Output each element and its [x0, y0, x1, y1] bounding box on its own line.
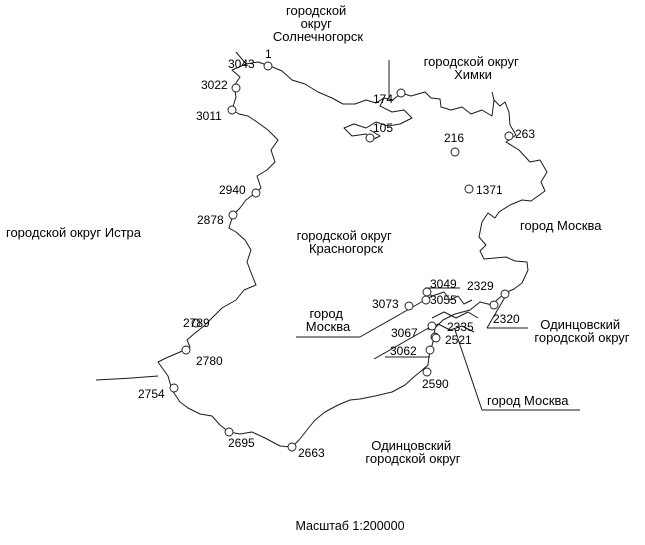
- point-label-2590: 2590: [422, 377, 449, 391]
- point-label-1371: 1371: [476, 183, 503, 197]
- point-label-2940: 2940: [219, 183, 246, 197]
- region-label-moscow-east: город Москва: [520, 218, 602, 233]
- region-label-odintsovo-east: Одинцовский городской округ: [534, 317, 629, 345]
- point-label-3049: 3049: [430, 277, 457, 291]
- marker-2878: [228, 210, 238, 220]
- scale-caption: Масштаб 1:200000: [295, 519, 404, 533]
- point-label-174: 174: [373, 92, 393, 106]
- region-label-khimki: городской округ Химки: [424, 54, 523, 82]
- point-label-2695: 2695: [228, 436, 255, 450]
- point-label-216: 216: [444, 131, 464, 145]
- marker-2521: [431, 333, 441, 343]
- marker-3011: [227, 105, 237, 115]
- region-label-moscow-south: город Москва: [487, 393, 569, 408]
- marker-2320: [489, 300, 499, 310]
- marker-263: [504, 131, 514, 141]
- marker-2780: [181, 345, 191, 355]
- marker-2789: [191, 318, 201, 328]
- marker-3022: [231, 83, 241, 93]
- point-label-3073: 3073: [372, 297, 399, 311]
- region-label-solnechnogorsk: городской округ Солнечногорск: [273, 3, 363, 44]
- marker-3043: [263, 61, 273, 71]
- point-label-3022: 3022: [201, 78, 228, 92]
- point-label-105: 105: [373, 121, 393, 135]
- boundary-line-istra: [95, 375, 159, 381]
- marker-2754: [169, 383, 179, 393]
- marker-3067: [427, 321, 437, 331]
- region-label-odintsovo-south: Одинцовский городской округ: [365, 438, 460, 466]
- leader-line-inner-b: [373, 325, 433, 360]
- marker-216: [450, 147, 460, 157]
- point-label-3067: 3067: [391, 326, 418, 340]
- point-label-3011: 3011: [196, 109, 222, 123]
- point-label-2754: 2754: [138, 387, 165, 401]
- leader-line-moscow-south: [454, 329, 483, 411]
- boundary-line-east: [491, 91, 495, 101]
- marker-174: [396, 88, 406, 98]
- point-label-3062: 3062: [390, 344, 417, 358]
- leader-line-inner-a: [359, 295, 433, 338]
- point-label-2789: 2789: [183, 316, 210, 330]
- district-boundary: [157, 61, 548, 448]
- point-label-2780: 2780: [196, 354, 223, 368]
- marker-2695: [224, 427, 234, 437]
- point-label-3043: 3043: [228, 57, 255, 71]
- point-label-2878: 2878: [197, 213, 224, 227]
- region-label-istra: городской округ Истра: [6, 225, 142, 240]
- point-label-3055: 3055: [430, 293, 457, 307]
- point-label-1: 1: [265, 47, 272, 61]
- marker-1371: [464, 184, 474, 194]
- marker-3055: [421, 295, 431, 305]
- point-label-2521: 2521: [445, 333, 472, 347]
- marker-2590: [422, 367, 432, 377]
- marker-105: [365, 133, 375, 143]
- point-label-2329: 2329: [467, 279, 494, 293]
- point-label-263: 263: [515, 127, 535, 141]
- marker-2329: [500, 289, 510, 299]
- marker-2663: [287, 442, 297, 452]
- point-label-2335: 2335: [447, 320, 474, 334]
- boundary-line-solnechnogorsk: [235, 51, 247, 65]
- marker-3073: [404, 301, 414, 311]
- region-label-moscow-inner: город Москва: [306, 306, 351, 334]
- point-label-2663: 2663: [298, 446, 325, 460]
- region-label-krasnogorsk: городской округ Красногорск: [297, 228, 396, 256]
- point-label-2320: 2320: [493, 312, 520, 326]
- marker-2940: [251, 188, 261, 198]
- marker-3062: [425, 345, 435, 355]
